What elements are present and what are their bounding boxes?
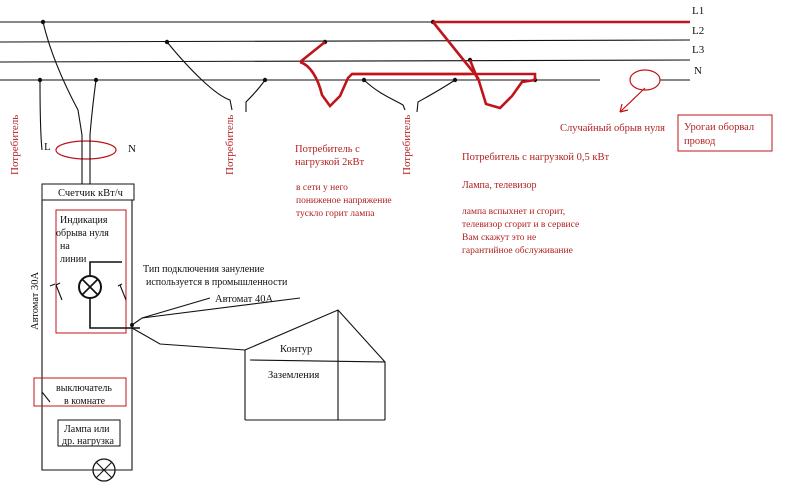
consumer-label-1: Потребитель	[9, 115, 21, 175]
zeroing-note-2: используется в промышленности	[146, 277, 288, 288]
room-switch-line-1: выключатель	[56, 383, 112, 394]
consumer-label-2: Потребитель	[224, 115, 236, 175]
consumer-05kw-wiring	[431, 21, 536, 110]
consumer-05kw-note-2: телевизор сгорит и в сервисе	[462, 220, 579, 230]
break-arrow	[619, 87, 646, 113]
meter-label: Счетчик кВт/ч	[58, 188, 124, 199]
meter-ct-ellipse	[55, 140, 117, 160]
label-l1: L1	[692, 5, 704, 17]
consumer-2kw-title-2: нагрузкой 2кВт	[295, 157, 365, 168]
cause-box	[677, 114, 773, 152]
main-panel: L N Счетчик кВт/ч Индикация обрыва нуля …	[30, 135, 386, 482]
consumer-05kw-devices: Лампа, телевизор	[462, 180, 537, 191]
ground-label-top: Контур	[280, 344, 312, 355]
line-l2	[0, 39, 691, 43]
room-switch-line-2: в комнате	[64, 396, 106, 407]
consumer-labels: Потребитель Потребитель Потребитель	[9, 115, 413, 175]
consumer-2kw-title-1: Потребитель с	[295, 144, 360, 155]
service-drops	[39, 21, 456, 151]
meter-box	[41, 183, 135, 201]
breaker-30a-label: Автомат 30А	[30, 272, 41, 330]
consumer-05kw-note-3: Вам скажут это не	[462, 233, 536, 243]
indication-line-2: обрыва нуля	[56, 228, 109, 239]
consumer-05kw-note-4: гарантийное обслуживание	[462, 245, 573, 256]
label-l2: L2	[692, 25, 704, 37]
consumer-2kw-wiring	[299, 60, 470, 108]
cause-line-2: провод	[684, 136, 716, 147]
consumer-2kw-note-1: в сети у него	[296, 183, 348, 193]
label-n: N	[694, 65, 702, 77]
consumer-2kw-note-2: пониженое напряжение	[296, 196, 392, 206]
consumer-05kw-note-1: лампа вспыхнет и сгорит,	[462, 207, 565, 217]
load-line-1: Лампа или	[64, 424, 110, 435]
room-switch-box	[33, 377, 127, 407]
annotations: Потребитель с нагрузкой 2кВт в сети у не…	[295, 114, 773, 256]
break-note: Случайный обрыв нуля	[560, 123, 665, 134]
indication-line-1: Индикация	[60, 215, 108, 226]
ground-label-bottom: Заземления	[268, 370, 320, 381]
cause-line-1: Урогаи оборвал	[684, 122, 754, 133]
load-line-2: др. нагрузка	[62, 436, 115, 447]
overhead-lines: L1 L2 L3 N	[0, 5, 705, 81]
meter-n-label: N	[128, 143, 136, 155]
breaker-40a-label: Автомат 40А	[215, 294, 273, 305]
label-l3: L3	[692, 44, 705, 56]
break-circle	[629, 69, 661, 91]
meter-l-label: L	[44, 141, 51, 153]
load-lamp-icon	[92, 458, 116, 482]
red-wiring	[299, 20, 690, 113]
zeroing-note-1: Тип подключения зануление	[143, 264, 265, 275]
indication-line-3: на	[60, 241, 70, 252]
indication-line-4: линии	[60, 254, 87, 265]
consumer-05kw-title: Потребитель с нагрузкой 0,5 кВт	[462, 152, 609, 163]
ground-loop	[244, 309, 386, 421]
line-l3	[0, 59, 691, 63]
indication-box	[55, 209, 127, 334]
consumer-2kw-note-3: тускло горит лампа	[296, 209, 375, 219]
consumer-label-4: Потребитель	[401, 115, 413, 175]
load-box	[57, 419, 121, 447]
